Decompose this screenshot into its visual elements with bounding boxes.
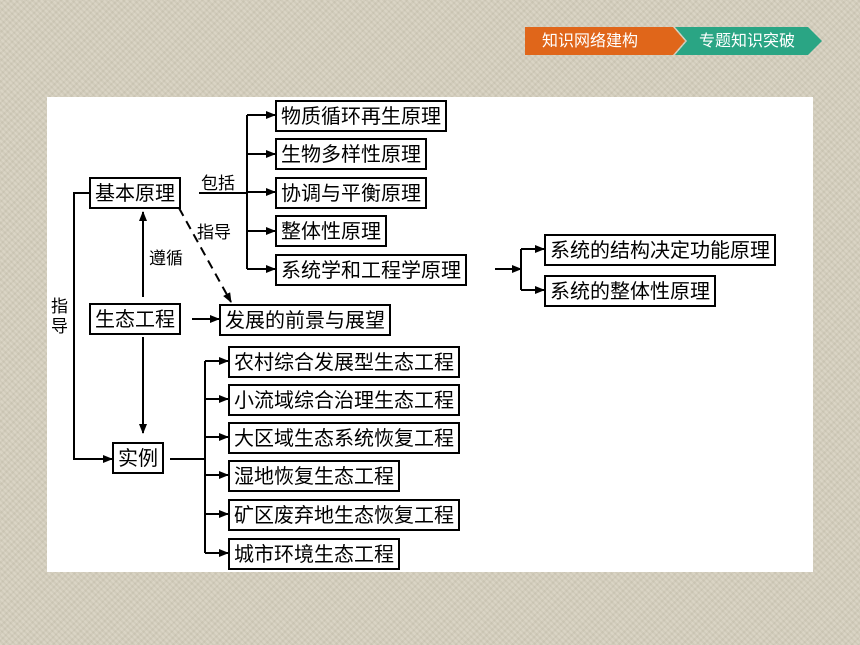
eco-engineering-box: 生态工程 xyxy=(89,303,181,335)
concept-map-panel: 基本原理 生态工程 实例 包括 指导 遵循 指导 物质循环再生原理 生物多样性原… xyxy=(47,97,813,572)
example-item-box: 湿地恢复生态工程 xyxy=(228,460,400,492)
connector-lines xyxy=(73,111,545,557)
example-item-box: 大区域生态系统恢复工程 xyxy=(228,422,460,454)
subprinciple-box: 系统的整体性原理 xyxy=(544,275,716,307)
example-item-box: 小流域综合治理生态工程 xyxy=(228,384,460,416)
example-item-box: 城市环境生态工程 xyxy=(228,538,400,570)
example-item-box: 矿区废弃地生态恢复工程 xyxy=(228,499,460,531)
principle-box: 物质循环再生原理 xyxy=(275,100,447,132)
tab-topic-breakthrough[interactable]: 专题知识突破 xyxy=(675,27,822,55)
edge-label-guide-vertical: 指导 xyxy=(51,297,68,337)
principle-box: 协调与平衡原理 xyxy=(275,177,427,209)
tab-knowledge-network[interactable]: 知识网络建构 xyxy=(525,27,685,55)
principle-box: 整体性原理 xyxy=(275,215,387,247)
edge-label-follow: 遵循 xyxy=(149,249,183,269)
edge-label-include: 包括 xyxy=(201,174,235,194)
section-tabs: 知识网络建构 专题知识突破 xyxy=(525,27,822,55)
basic-principles-box: 基本原理 xyxy=(89,177,181,209)
principle-box: 系统学和工程学原理 xyxy=(275,254,467,286)
subprinciple-box: 系统的结构决定功能原理 xyxy=(544,234,776,266)
tab-knowledge-label: 知识网络建构 xyxy=(542,31,639,50)
edge-label-guide: 指导 xyxy=(197,223,231,243)
principle-box: 生物多样性原理 xyxy=(275,138,427,170)
prospects-box: 发展的前景与展望 xyxy=(219,304,391,336)
examples-box: 实例 xyxy=(112,442,164,474)
example-item-box: 农村综合发展型生态工程 xyxy=(228,346,460,378)
tab-breakthrough-label: 专题知识突破 xyxy=(699,31,796,50)
